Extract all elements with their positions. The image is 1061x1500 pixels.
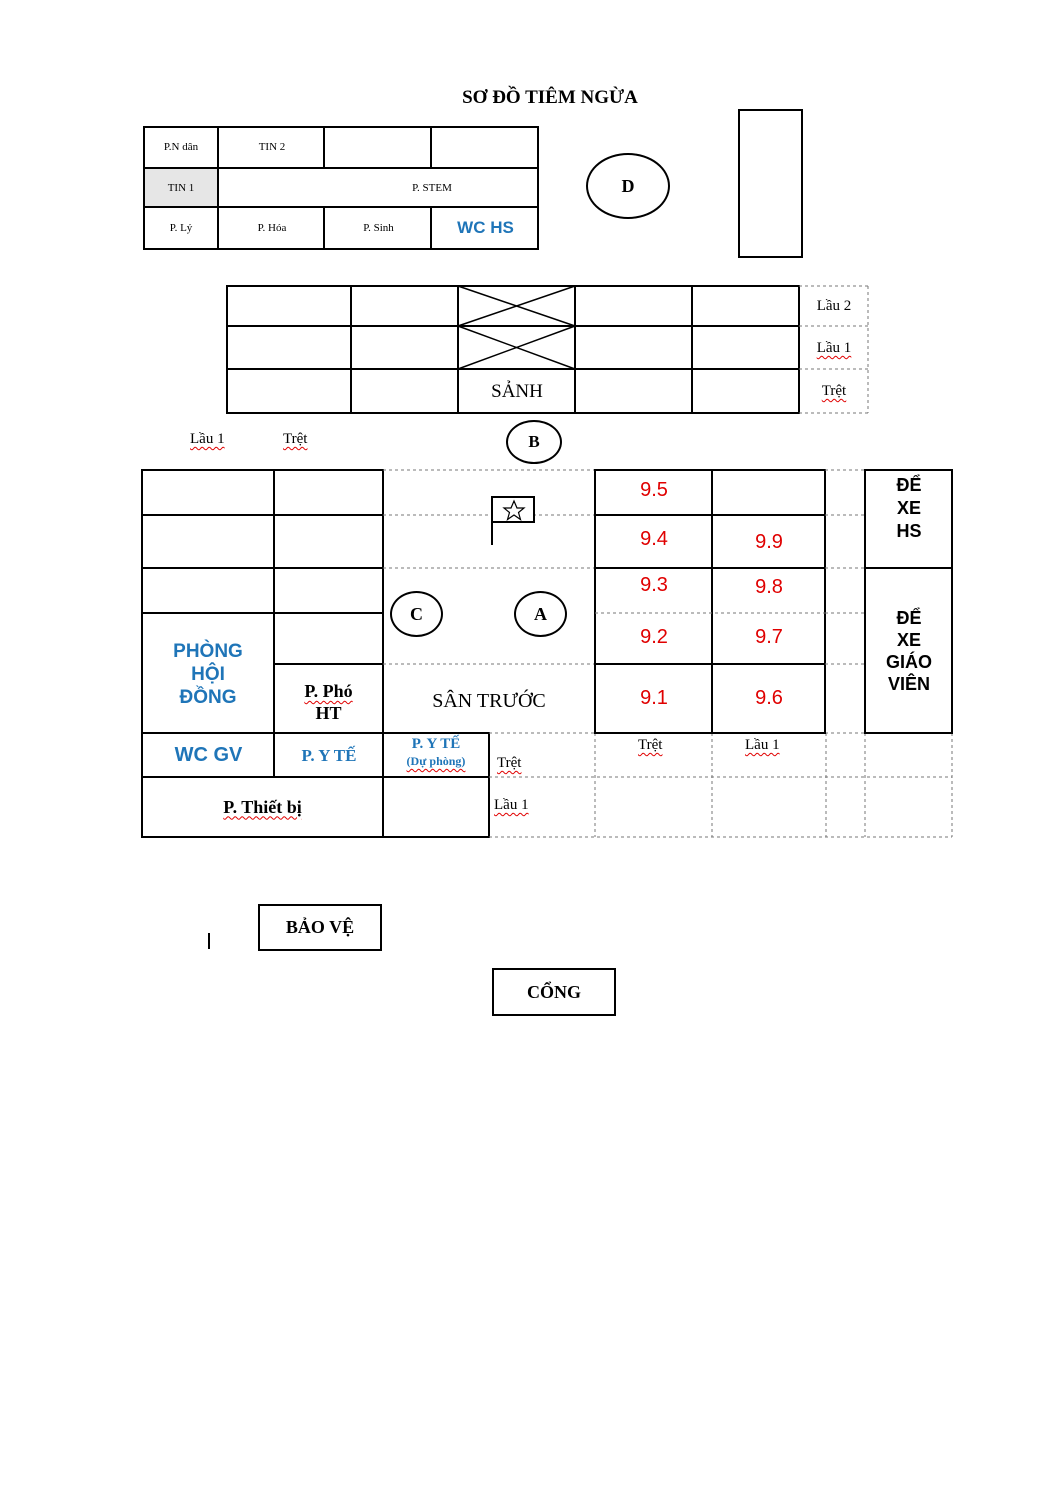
flag-icon xyxy=(491,496,535,545)
marker-c: C xyxy=(390,591,443,637)
classroom-9-7: 9.7 xyxy=(755,625,783,648)
tin1-shading xyxy=(145,169,217,206)
between-lau1-label: Lầu 1 xyxy=(190,431,225,447)
marker-a: A xyxy=(514,591,567,637)
parking-gv: ĐỂ XE GIÁO VIÊN xyxy=(885,608,932,694)
room-thiet-bi: P. Thiết bị xyxy=(223,796,302,817)
middle-lau2-label: Lầu 2 xyxy=(816,298,852,314)
top-building: P.N dân TIN 2 TIN 1 P. STEM P. Lý P. Hóa… xyxy=(143,126,539,250)
bottom-tret-right-label: Trệt xyxy=(638,737,663,753)
classroom-9-8: 9.8 xyxy=(755,575,783,598)
room-phong-hoi-dong: PHÒNG HỘI ĐỒNG xyxy=(173,641,243,708)
bottom-lau1-right-label: Lầu 1 xyxy=(745,737,780,753)
room-pho-ht: P. Phó HT xyxy=(304,681,353,723)
guard-house: BẢO VỆ xyxy=(258,904,382,951)
gate: CỔNG xyxy=(492,968,616,1016)
classroom-9-6: 9.6 xyxy=(755,686,783,709)
room-y-te-du-phong: P. Y TẾ (Dự phòng) xyxy=(406,736,466,768)
room-y-te: P. Y TẾ xyxy=(301,745,357,765)
page-title: SƠ ĐỒ TIÊM NGỪA xyxy=(462,87,638,108)
room-tin1: TIN 1 xyxy=(167,181,195,194)
room-hoa: P. Hóa xyxy=(257,222,287,234)
middle-lau1-label: Lầu 1 xyxy=(816,340,852,356)
sanh-label: SẢNH xyxy=(491,380,543,402)
room-wc-gv: WC GV xyxy=(174,744,243,766)
classroom-9-2: 9.2 xyxy=(640,625,668,648)
classroom-9-3: 9.3 xyxy=(640,573,668,596)
room-sinh: P. Sinh xyxy=(363,222,394,234)
parking-hs: ĐỂ XE HS xyxy=(896,475,922,541)
marker-d: D xyxy=(586,153,670,219)
classroom-9-5: 9.5 xyxy=(640,478,668,501)
classroom-9-4: 9.4 xyxy=(640,527,668,550)
bottom-lau1-left-label: Lầu 1 xyxy=(494,797,529,813)
room-ly: P. Lý xyxy=(169,222,193,234)
between-tret-label: Trệt xyxy=(283,431,308,447)
middle-tret-label: Trệt xyxy=(821,383,847,399)
classroom-9-1: 9.1 xyxy=(640,686,668,709)
san-truoc-label: SÂN TRƯỚC xyxy=(432,689,546,712)
room-stem: P. STEM xyxy=(412,181,452,194)
top-building-grid xyxy=(143,126,539,250)
tall-building xyxy=(738,109,803,258)
middle-building-grid xyxy=(226,285,869,414)
bottom-tret-left-label: Trệt xyxy=(497,755,522,771)
marker-b: B xyxy=(506,420,562,464)
middle-building: SẢNH Lầu 2 Lầu 1 Trệt xyxy=(226,285,870,415)
small-mark xyxy=(208,933,210,949)
classroom-9-9: 9.9 xyxy=(755,530,783,553)
room-wc-hs: WC HS xyxy=(457,218,514,237)
room-tin2: TIN 2 xyxy=(258,141,286,153)
room-pn-dan: P.N dân xyxy=(163,141,199,153)
